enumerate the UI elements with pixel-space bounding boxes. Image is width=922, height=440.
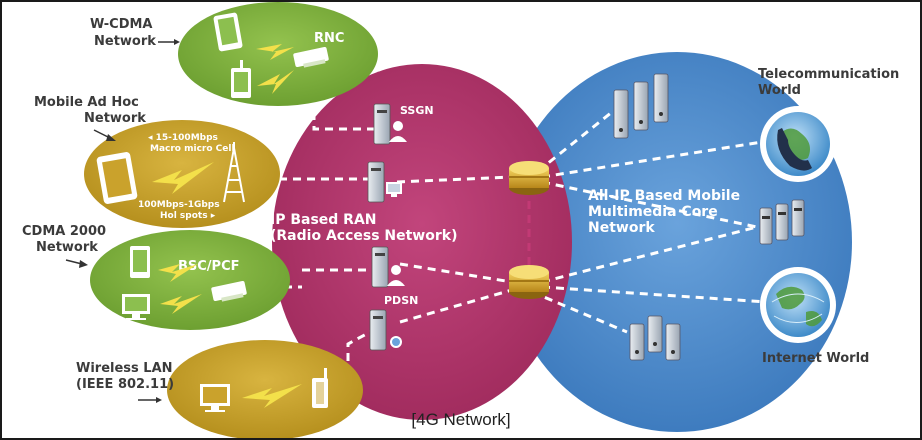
server-icon [373,103,391,145]
user-icon [389,121,407,142]
adhoc-arrow [93,129,116,141]
globe-icon [760,267,836,343]
svg-text:◂ 15-100Mbps Macro micro C: ◂ 15-100Mbps Macro micro Cell [148,133,235,154]
adhoc-speed1-line2: Macro micro Cell [150,144,235,154]
core-title-line3: Network [588,220,655,236]
svg-text:Mobile Ad Hoc Network: Mobile Ad Hoc Network [34,95,146,126]
telecom-world [760,106,836,182]
router-icon [293,46,329,68]
ran-title-line2: (Radio Access Network) [270,228,457,244]
diagram-caption: [4G Network] [411,410,511,429]
adhoc-speed2-line2: Hol spots ▸ [160,211,216,221]
telecom-label-line1: Telecommunication [758,67,899,82]
server-icon [613,73,669,139]
cdma2000-network-circle [90,230,290,330]
lightning-icon [242,384,302,408]
lightning-icon [158,264,198,282]
wcdma-arrow [158,39,180,45]
tablet-icon [96,152,138,204]
wlan-label-line2: (IEEE 802.11) [76,377,174,392]
ran-title-line1: IP Based RAN [270,212,377,228]
svg-text:Wireless LAN (IEEE 802.11): Wireless LAN (IEEE 802.11) [76,361,177,392]
phone-icon [130,246,150,278]
lightning-icon [256,44,294,60]
server-icon [369,309,387,351]
user-icon [387,265,405,286]
bsc-pcf-label: BSC/PCF [178,259,240,274]
lightning-icon [160,294,202,314]
adhoc-label-line1: Mobile Ad Hoc [34,95,139,110]
wlan-network-circle [167,340,363,438]
pdsn-label: PDSN [384,294,418,307]
wlan-arrow [138,397,162,403]
svg-text:All-IP Based Mobile Multim: All-IP Based Mobile Multimedia Core Netw… [588,188,745,236]
telephone-icon [777,128,812,171]
core-title-line2: Multimedia Core [588,204,718,220]
network-switch-icon [509,265,549,299]
cdma2000-label-line1: CDMA 2000 [22,224,106,239]
adhoc-label-line2: Network [84,111,146,126]
svg-text:Telecommunication World: Telecommunication World [758,67,904,98]
svg-text:IP Based RAN (Radio Access: IP Based RAN (Radio Access Network) [270,212,457,244]
lightning-icon [152,162,214,194]
svg-text:W-CDMA Network: W-CDMA Network [90,17,157,49]
rnc-label: RNC [314,31,344,46]
core-title-line1: All-IP Based Mobile [588,188,740,204]
wlan-label-line1: Wireless LAN [76,361,173,376]
adhoc-speed2-line1: 100Mbps-1Gbps [138,200,220,210]
telecom-label-line2: World [758,83,801,98]
router-icon [312,368,328,408]
server-icon [371,246,389,288]
monitor-icon [386,182,402,197]
server-icon [367,161,385,203]
cdma2000-arrow [65,259,88,268]
cdma2000-label-line2: Network [36,240,98,255]
tablet-icon [213,12,243,52]
svg-text:CDMA 2000 Network: CDMA 2000 Network [22,224,111,255]
phone-icon [231,60,251,98]
wcdma-label-line1: W-CDMA [90,17,152,32]
wcdma-label-line2: Network [94,34,156,49]
globe-icon [390,336,402,348]
network-switch-icon [509,161,549,195]
svg-text:100Mbps-1Gbps Hol spots ▸: 100Mbps-1Gbps Hol spots ▸ [138,200,223,221]
adhoc-network-circle [84,120,280,228]
ssgn-label: SSGN [400,104,434,117]
monitor-icon [200,384,230,412]
ran-region [272,64,572,420]
internet-world-label: Internet World [762,351,869,366]
adhoc-speed1-line1: ◂ 15-100Mbps [148,133,218,143]
monitor-icon [122,294,150,320]
antenna-tower-icon [223,142,245,203]
server-icon [629,315,681,361]
router-icon [211,280,247,302]
lightning-icon [257,70,294,94]
server-icon [759,199,805,245]
